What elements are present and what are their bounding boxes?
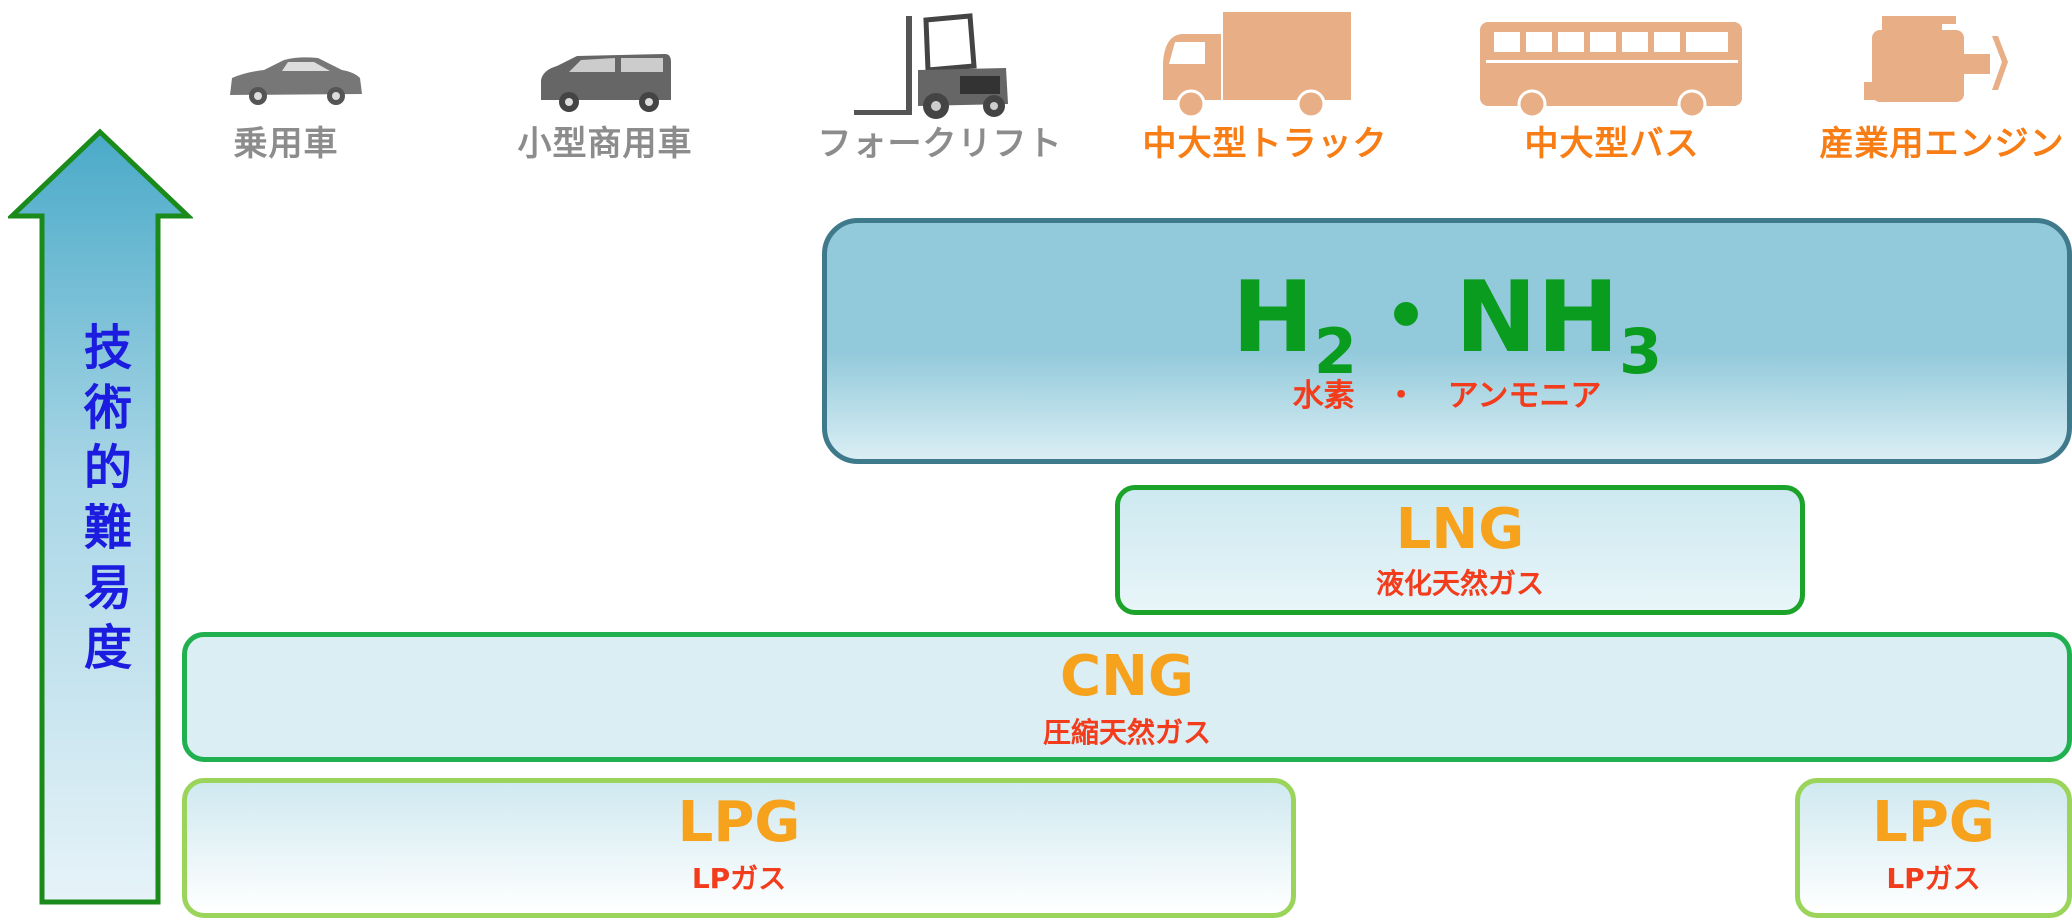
vehicle-heavy-truck: 中大型トラック (1125, 0, 1405, 165)
difficulty-axis-label: 技 術 的 難 易 度 (70, 318, 146, 678)
car-icon (230, 57, 362, 105)
axis-label-char: 度 (83, 620, 132, 676)
band-title: LNG (1395, 497, 1525, 562)
vehicle-passenger-car: 乗用車 (146, 0, 426, 165)
vehicle-label: 中大型バス (1524, 124, 1700, 164)
vehicle-label: フォークリフト (817, 124, 1063, 164)
bus-icon (1480, 22, 1742, 119)
axis-label-char: 術 (83, 380, 132, 436)
axis-label-char: 難 (83, 500, 132, 556)
band-title: LPG (1872, 790, 1995, 855)
difficulty-arrow: 技 術 的 難 易 度 (8, 128, 193, 906)
band-subtitle: LPガス (1886, 862, 1981, 895)
band-lng: LNG 液化天然ガス (1115, 485, 1805, 615)
formula-nh: ・NH (1356, 261, 1620, 375)
band-title: CNG (1060, 644, 1194, 709)
vehicle-label: 産業用エンジン (1819, 124, 2065, 164)
band-subtitle: 液化天然ガス (1375, 567, 1544, 600)
truck-icon (1163, 12, 1351, 119)
band-subtitle: 水素 ・ アンモニア (1292, 378, 1602, 414)
band-subtitle: 圧縮天然ガス (1042, 716, 1211, 749)
formula-sub-2: 2 (1313, 315, 1357, 388)
band-title: LPG (677, 790, 801, 855)
band-subtitle: LPガス (691, 862, 787, 895)
vehicle-forklift: フォークリフト (800, 0, 1080, 165)
vehicle-heavy-bus: 中大型バス (1472, 0, 1752, 165)
engine-icon (1864, 16, 2008, 102)
axis-label-char: 技 (83, 320, 132, 376)
axis-label-char: 的 (83, 440, 132, 496)
formula-h: H (1231, 261, 1314, 375)
forklift-icon (854, 13, 1008, 119)
vehicle-industrial-engine: 産業用エンジン (1802, 0, 2072, 165)
vehicle-label: 小型商用車 (517, 124, 693, 164)
band-title: H2・NH3 (827, 269, 2067, 383)
up-arrow-icon (8, 128, 193, 905)
vehicle-label: 中大型トラック (1142, 124, 1388, 164)
band-cng: CNG 圧縮天然ガス (182, 632, 2072, 762)
band-lpg-left: LPG LPガス (182, 778, 1296, 918)
van-icon (541, 54, 671, 112)
axis-label-char: 易 (83, 560, 132, 616)
formula-sub-3: 3 (1619, 315, 1663, 388)
vehicle-small-commercial: 小型商用車 (465, 0, 745, 165)
vehicle-label: 乗用車 (233, 124, 339, 164)
band-lpg-right: LPG LPガス (1795, 778, 2072, 918)
band-hydrogen-ammonia: H2・NH3 水素 ・ アンモニア (822, 218, 2072, 464)
